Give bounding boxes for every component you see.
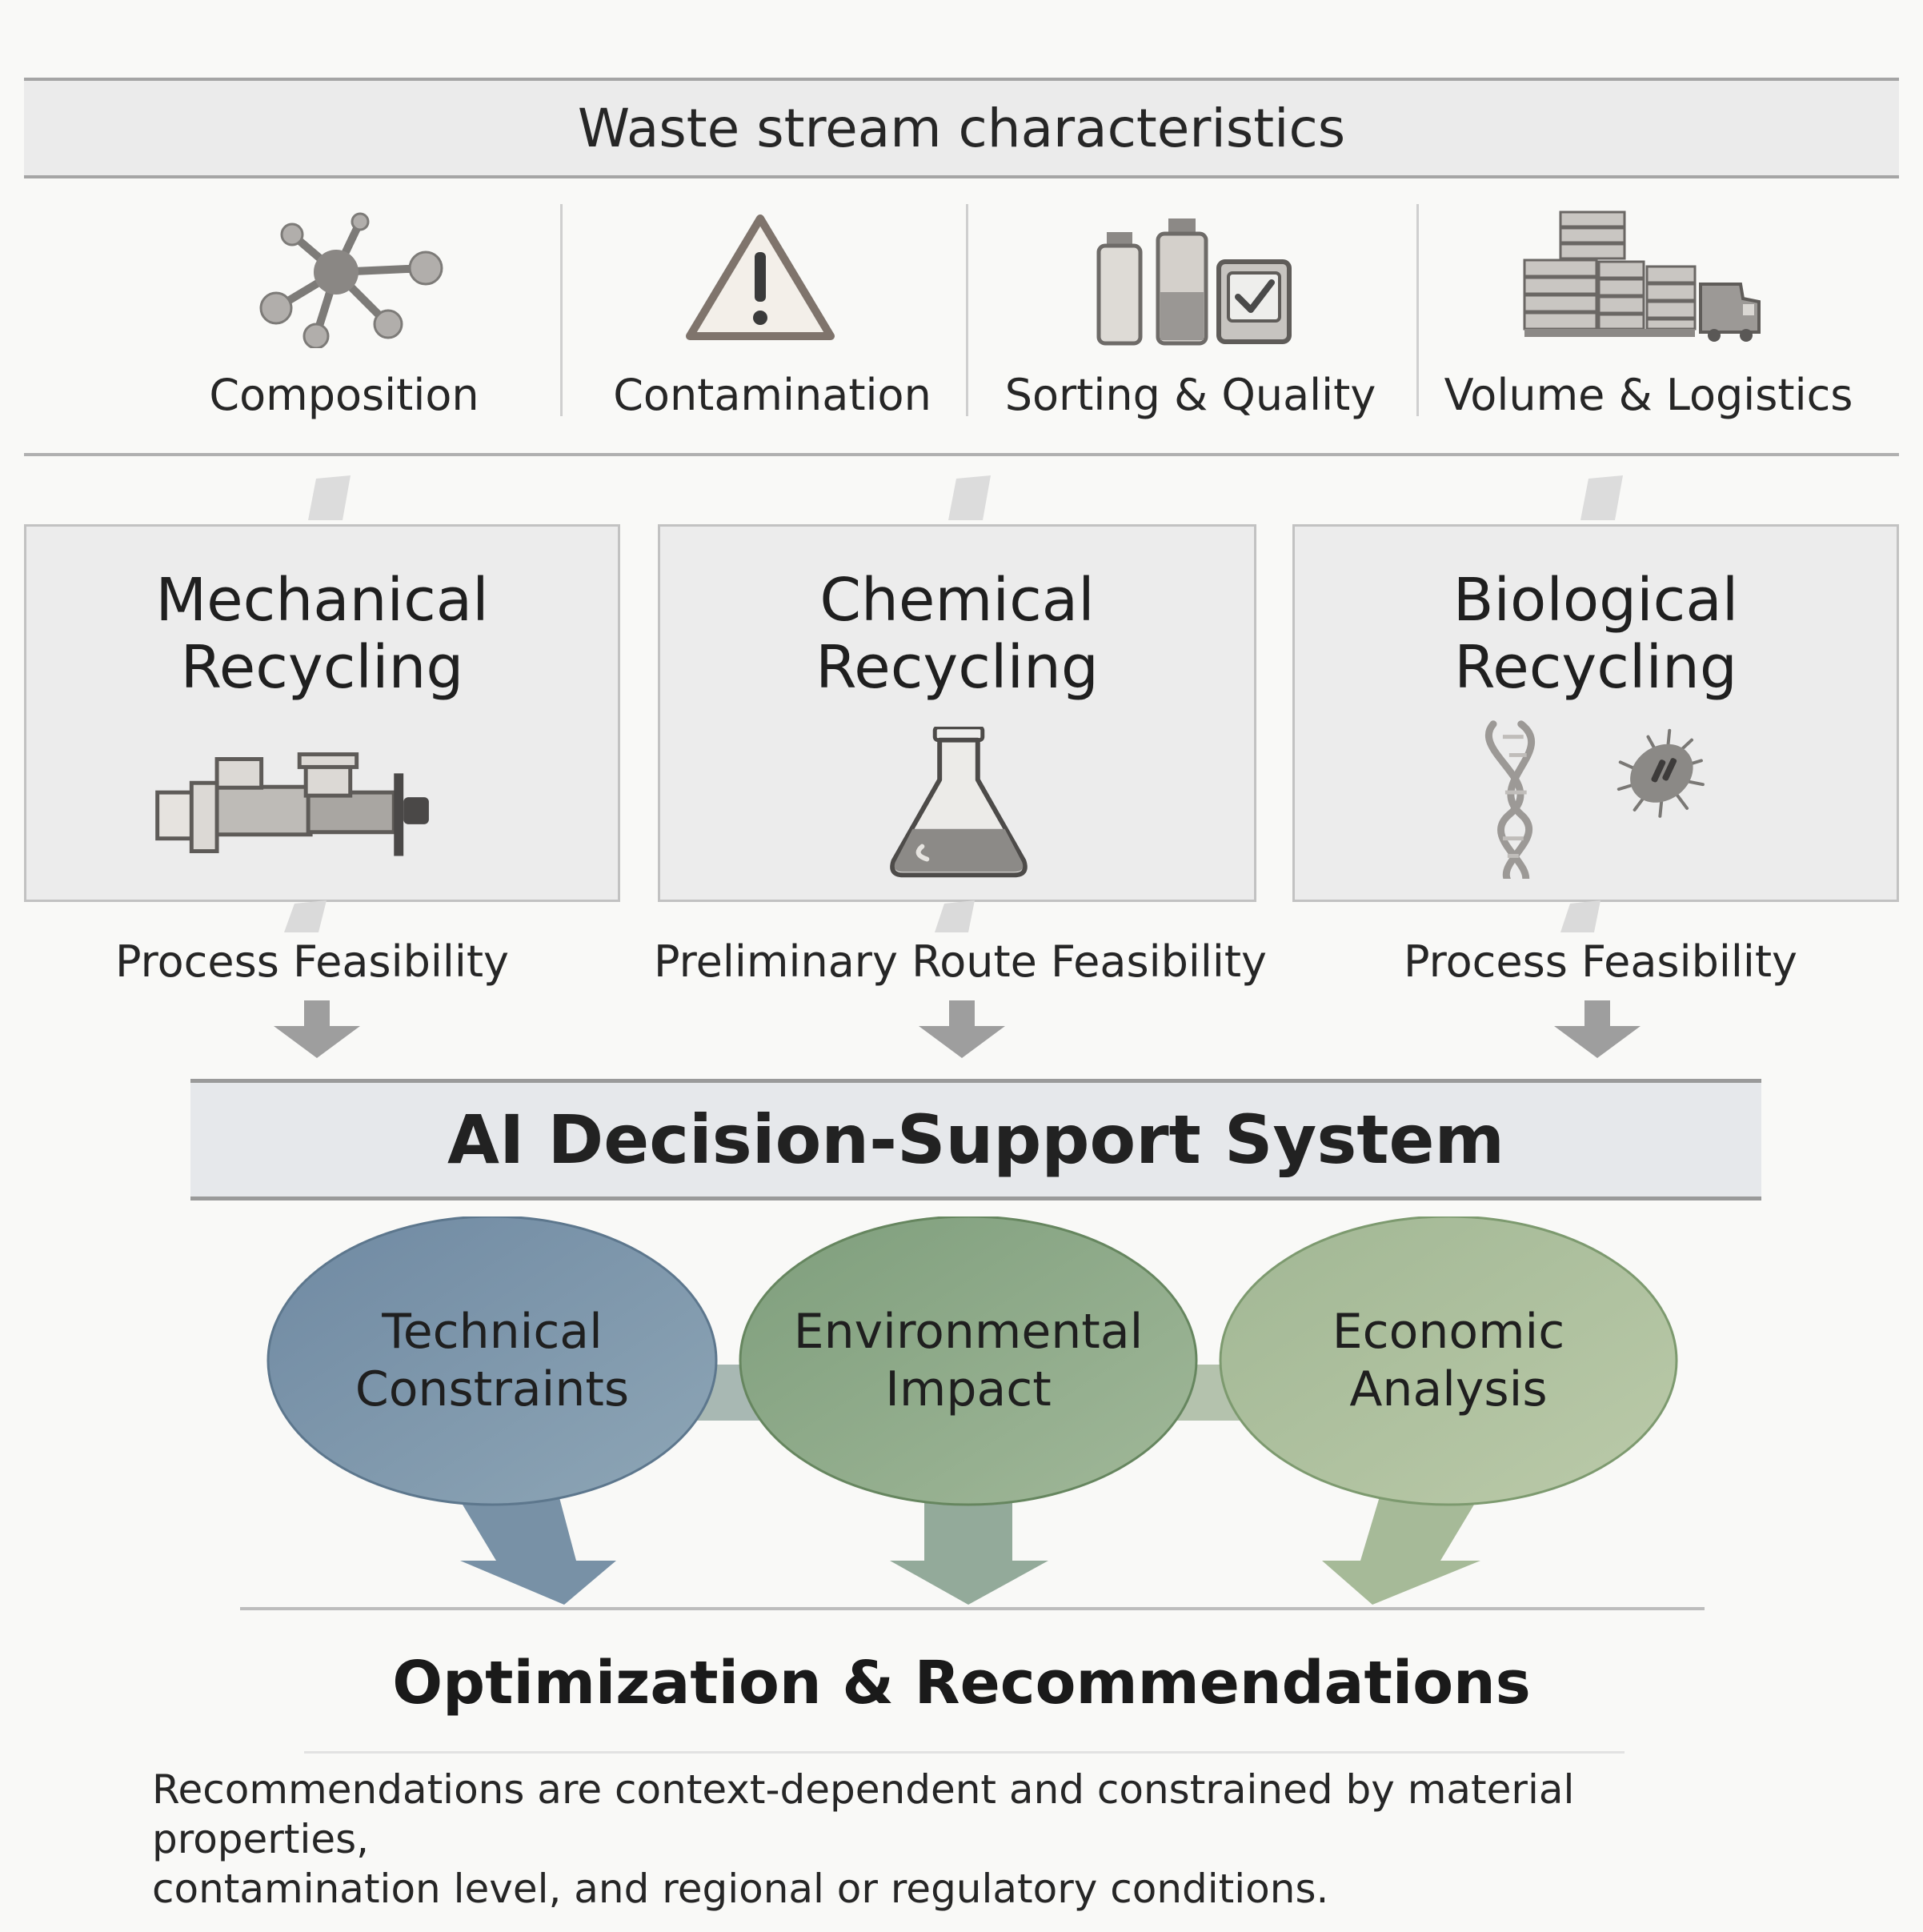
route-title-line: Recycling [180, 633, 464, 702]
route-title: Mechanical Recycling [26, 567, 618, 701]
ellipse-environmental [739, 1217, 1198, 1506]
characteristic-label: Sorting & Quality [1004, 370, 1376, 420]
pallets-truck-icon [1523, 210, 1761, 342]
characteristic-label: Volume & Logistics [1444, 370, 1853, 420]
ellipse-technical [266, 1217, 718, 1506]
criterion-label-line: Economic [1332, 1304, 1565, 1360]
characteristic-sorting-quality: Sorting & Quality [972, 204, 1408, 428]
footnote-line: contamination level, and regional or reg… [152, 1866, 1329, 1912]
down-arrow-icon [1554, 1000, 1641, 1058]
note-separator [304, 1751, 1625, 1754]
down-arrow-icon [890, 1481, 1048, 1605]
optimization-separator [240, 1607, 1705, 1610]
connector-arrows-middle [284, 900, 1600, 932]
bottles-check-icon [1096, 218, 1292, 346]
feasibility-label-biological: Process Feasibility [1404, 936, 1797, 987]
down-arrow-icon [274, 1000, 360, 1058]
route-title-line: Recycling [1454, 633, 1737, 702]
down-arrow-icon [919, 1000, 1005, 1058]
divider [966, 204, 968, 416]
waste-stream-title: Waste stream characteristics [577, 97, 1346, 159]
flask-icon [890, 727, 1028, 878]
criteria-diagram [266, 1217, 1678, 1605]
criterion-environmental-impact: Environmental Impact [748, 1297, 1188, 1425]
criterion-technical-constraints: Technical Constraints [272, 1297, 712, 1425]
route-chemical-recycling: Chemical Recycling [658, 524, 1256, 902]
arrow-icon [1560, 900, 1600, 932]
characteristic-volume-logistics: Volume & Logistics [1424, 204, 1873, 428]
connector-arrows-top [308, 475, 1623, 520]
up-arrow-icon [1580, 475, 1623, 520]
ai-decision-support-band: AI Decision-Support System [190, 1079, 1761, 1200]
criterion-label-line: Technical [382, 1304, 603, 1360]
dna-microbe-icon [1484, 720, 1705, 879]
characteristics-divider-line [24, 453, 1899, 456]
route-title-line: Chemical [819, 566, 1095, 635]
divider [1416, 204, 1419, 416]
criterion-label-line: Environmental [793, 1304, 1144, 1360]
extruder-icon [155, 752, 429, 856]
criterion-label-line: Analysis [1349, 1361, 1548, 1417]
waste-stream-header: Waste stream characteristics [24, 78, 1899, 178]
arrow-icon [935, 900, 975, 932]
arrow-icon [284, 900, 327, 932]
route-title: Biological Recycling [1295, 567, 1897, 701]
characteristic-label: Composition [209, 370, 479, 420]
criterion-label-line: Impact [885, 1361, 1052, 1417]
up-arrow-icon [948, 475, 991, 520]
feasibility-label-chemical: Preliminary Route Feasibility [654, 936, 1267, 987]
footnote-line: Recommendations are context-dependent an… [152, 1766, 1575, 1862]
route-mechanical-recycling: Mechanical Recycling [24, 524, 620, 902]
characteristic-label: Contamination [613, 370, 931, 420]
ai-system-title: AI Decision-Support System [447, 1100, 1504, 1179]
feasibility-label-mechanical: Process Feasibility [115, 936, 509, 987]
optimization-title: Optimization & Recommendations [392, 1649, 1531, 1718]
footnote: Recommendations are context-dependent an… [152, 1765, 1793, 1914]
criterion-economic-analysis: Economic Analysis [1228, 1297, 1669, 1425]
route-title-line: Mechanical [155, 566, 489, 635]
route-title: Chemical Recycling [660, 567, 1254, 701]
criterion-label-line: Constraints [355, 1361, 630, 1417]
divider [560, 204, 563, 416]
route-biological-recycling: Biological Recycling [1292, 524, 1899, 902]
ellipse-economic [1219, 1217, 1678, 1506]
characteristic-contamination: Contamination [576, 204, 968, 428]
feasibility-down-arrows [274, 1000, 1641, 1058]
warning-icon [686, 214, 835, 340]
molecule-icon [259, 212, 443, 348]
characteristic-composition: Composition [112, 204, 576, 428]
up-arrow-icon [308, 475, 351, 520]
route-title-line: Biological [1452, 566, 1739, 635]
route-title-line: Recycling [815, 633, 1099, 702]
